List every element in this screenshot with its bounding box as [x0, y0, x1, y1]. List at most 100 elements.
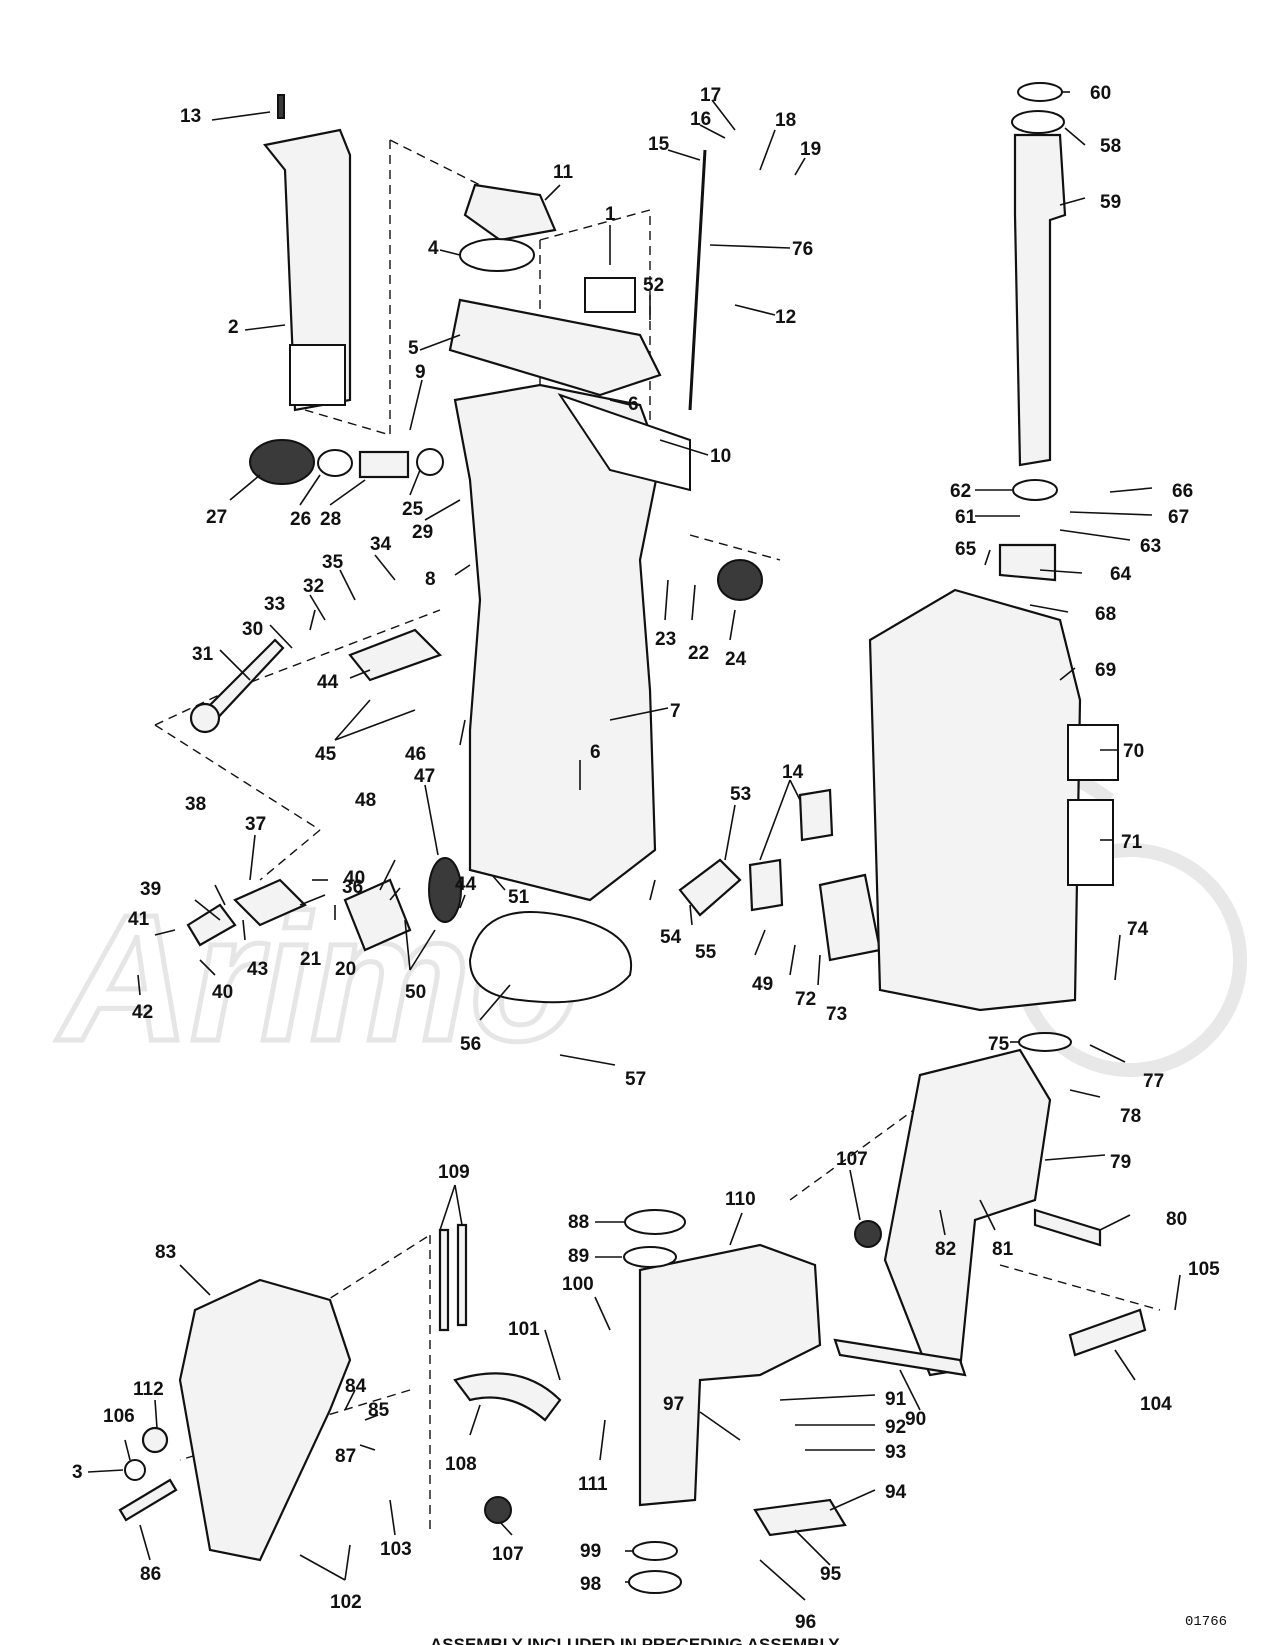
callout-54: 54	[660, 927, 682, 948]
callout-39: 39	[140, 879, 161, 900]
callout-48: 48	[355, 790, 376, 811]
callout-19: 19	[800, 139, 821, 160]
callout-53: 53	[730, 784, 751, 805]
callout-84: 84	[345, 1376, 367, 1397]
callout-58: 58	[1100, 136, 1121, 157]
callout-79: 79	[1110, 1152, 1131, 1173]
callout-111: 111	[578, 1474, 608, 1495]
exhaust-housing	[453, 383, 662, 902]
callout-2: 2	[228, 317, 239, 338]
callout-51: 51	[508, 887, 530, 908]
callout-15: 15	[648, 134, 670, 155]
callout-77: 77	[1143, 1071, 1164, 1092]
callout-22: 22	[688, 643, 709, 664]
callout-14: 14	[782, 762, 804, 783]
callout-55: 55	[695, 942, 717, 963]
callout-107a: 107	[836, 1149, 868, 1170]
callout-73: 73	[826, 1004, 847, 1025]
callout-12: 12	[775, 307, 796, 328]
callout-33: 33	[264, 594, 285, 615]
exhaust-tube	[263, 128, 352, 412]
callout-80: 80	[1166, 1209, 1187, 1230]
callout-59: 59	[1100, 192, 1121, 213]
callout-7: 7	[670, 701, 681, 722]
stern-bracket	[883, 1048, 1052, 1377]
callout-40b: 40	[212, 982, 233, 1003]
callout-112: 112	[133, 1379, 164, 1400]
callout-45: 45	[315, 744, 337, 765]
callout-27: 27	[206, 507, 227, 528]
callout-85: 85	[368, 1400, 390, 1421]
callout-3: 3	[72, 1462, 83, 1483]
callout-94: 94	[885, 1482, 907, 1503]
callout-96: 96	[795, 1612, 816, 1633]
callout-81: 81	[992, 1239, 1014, 1260]
callout-92: 92	[885, 1417, 906, 1438]
callout-11: 11	[553, 162, 574, 183]
callout-31: 31	[192, 644, 214, 665]
callout-30: 30	[242, 619, 263, 640]
callout-35: 35	[322, 552, 344, 573]
callout-104: 104	[1140, 1394, 1172, 1415]
callout-83: 83	[155, 1242, 176, 1263]
callout-44a: 44	[317, 672, 339, 693]
callout-41: 41	[128, 909, 150, 930]
callout-52: 52	[643, 275, 664, 296]
callout-36: 36	[342, 877, 363, 898]
callout-88: 88	[568, 1212, 589, 1233]
callout-101: 101	[508, 1319, 540, 1340]
drawing-code: 01766	[1185, 1614, 1227, 1630]
callout-37: 37	[245, 814, 266, 835]
callout-8: 8	[425, 569, 436, 590]
callout-38: 38	[185, 794, 206, 815]
callout-9: 9	[415, 362, 426, 383]
callout-90: 90	[905, 1409, 926, 1430]
callout-4: 4	[428, 238, 439, 259]
callout-20: 20	[335, 959, 356, 980]
callout-18: 18	[775, 110, 796, 131]
callout-50: 50	[405, 982, 426, 1003]
callout-49: 49	[752, 974, 773, 995]
callout-68: 68	[1095, 604, 1116, 625]
callout-60: 60	[1090, 83, 1111, 104]
callout-103: 103	[380, 1539, 412, 1560]
callout-5: 5	[408, 338, 419, 359]
callout-63: 63	[1140, 536, 1161, 557]
callout-64: 64	[1110, 564, 1132, 585]
callout-57: 57	[625, 1069, 646, 1090]
callout-56: 56	[460, 1034, 481, 1055]
callout-67: 67	[1168, 507, 1189, 528]
callout-76: 76	[792, 239, 813, 260]
callout-28: 28	[320, 509, 341, 530]
callout-62: 62	[950, 481, 971, 502]
callout-110: 110	[725, 1189, 756, 1210]
callout-66: 66	[1172, 481, 1193, 502]
callout-23: 23	[655, 629, 676, 650]
callout-6a: 6	[628, 394, 639, 415]
callout-44b: 44	[455, 874, 477, 895]
swivel-bracket	[868, 588, 1082, 1012]
callout-24: 24	[725, 649, 747, 670]
callout-21: 21	[300, 949, 322, 970]
callout-78: 78	[1120, 1106, 1141, 1127]
part-drawings	[118, 82, 1147, 1594]
callout-6b: 6	[590, 742, 601, 763]
callout-13: 13	[180, 106, 201, 127]
callout-74: 74	[1127, 919, 1149, 940]
callout-108: 108	[445, 1454, 477, 1475]
callout-71: 71	[1121, 832, 1143, 853]
callout-105: 105	[1188, 1259, 1220, 1280]
callout-98: 98	[580, 1574, 601, 1595]
leader-lines	[87, 91, 1181, 1601]
callout-87: 87	[335, 1446, 356, 1467]
callout-40a: 40	[344, 868, 365, 889]
callout-16: 16	[690, 109, 711, 130]
callout-32: 32	[303, 576, 324, 597]
callout-26: 26	[290, 509, 311, 530]
callout-95: 95	[820, 1564, 842, 1585]
callout-10: 10	[710, 446, 731, 467]
callout-102: 102	[330, 1592, 362, 1613]
callout-29: 29	[412, 522, 433, 543]
